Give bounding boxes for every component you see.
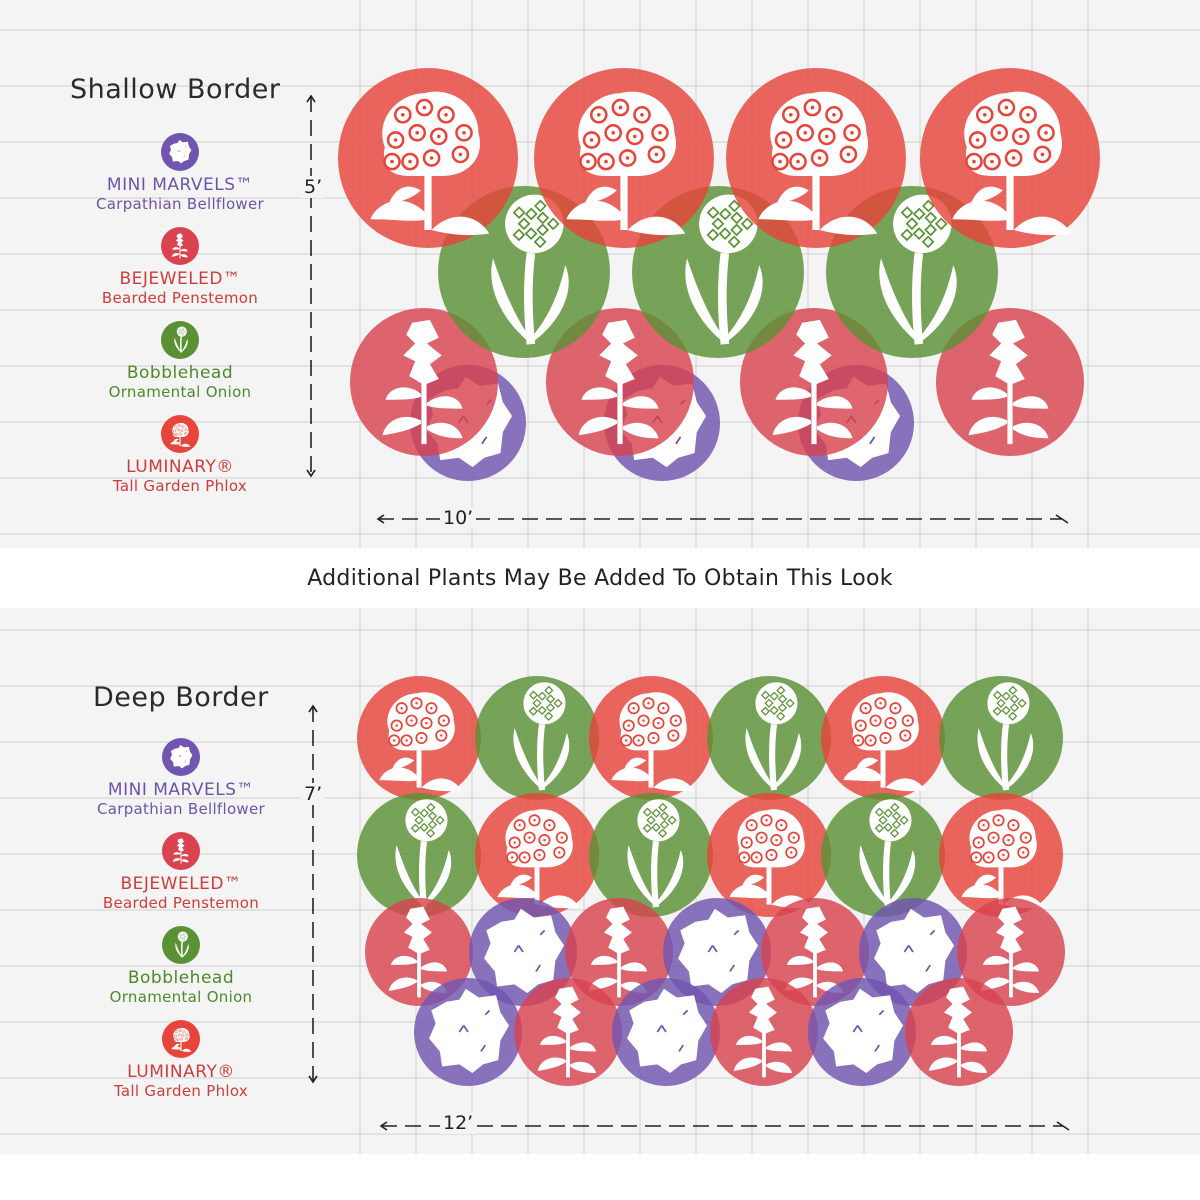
penstemon-plant — [565, 898, 673, 1006]
onion-plant — [475, 676, 599, 800]
penstemon-icon — [161, 227, 199, 265]
penstemon-plant — [365, 898, 473, 1006]
phlox-plant — [338, 68, 518, 248]
deep-border-title: Deep Border — [93, 682, 269, 713]
legend-name: LUMINARY® — [127, 1062, 235, 1082]
onion-plant — [589, 793, 713, 917]
penstemon-plant — [514, 978, 622, 1086]
legend-subtitle: Tall Garden Phlox — [112, 477, 248, 495]
penstemon-icon — [162, 832, 200, 870]
onion-plant — [707, 676, 831, 800]
legend-name: Bobblehead — [127, 968, 235, 988]
penstemon-plant — [905, 978, 1013, 1086]
onion-icon — [161, 321, 199, 359]
penstemon-plant — [761, 898, 869, 1006]
legend-name: Bobblehead — [126, 363, 234, 383]
legend-item-phlox: LUMINARY®Tall Garden Phlox — [85, 415, 275, 509]
penstemon-plant — [350, 308, 498, 456]
legend-subtitle: Carpathian Bellflower — [95, 195, 264, 213]
legend-name: MINI MARVELS™ — [107, 780, 255, 800]
onion-plant — [357, 793, 481, 917]
legend-name: BEJEWELED™ — [120, 874, 242, 894]
phlox-icon — [162, 1020, 200, 1058]
legend-subtitle: Bearded Penstemon — [102, 894, 260, 912]
shallow-planting-plan — [0, 0, 1200, 548]
deep-planting-plan — [0, 608, 1200, 1154]
legend-item-phlox: LUMINARY®Tall Garden Phlox — [86, 1020, 276, 1114]
shallow-width-label: 10’ — [440, 507, 477, 529]
shallow-border-title: Shallow Border — [70, 74, 281, 105]
separator-note: Additional Plants May Be Added To Obtain… — [307, 565, 893, 591]
penstemon-plant — [740, 308, 888, 456]
legend-subtitle: Carpathian Bellflower — [96, 800, 265, 818]
phlox-icon — [161, 415, 199, 453]
deep-height-label: 7’ — [301, 783, 326, 805]
legend-name: MINI MARVELS™ — [106, 175, 254, 195]
phlox-plant — [534, 68, 714, 248]
bellflower-plant — [469, 898, 577, 1006]
phlox-plant — [939, 793, 1063, 917]
phlox-plant — [821, 676, 945, 800]
dimension-arrows — [308, 704, 1070, 1131]
bellflower-plant — [612, 978, 720, 1086]
phlox-plant — [589, 676, 713, 800]
bellflower-plant — [414, 978, 522, 1086]
penstemon-plant — [957, 898, 1065, 1006]
legend-name: LUMINARY® — [126, 457, 234, 477]
bellflower-icon — [162, 738, 200, 776]
legend-subtitle: Ornamental Onion — [108, 383, 252, 401]
onion-plant — [821, 793, 945, 917]
deep-width-label: 12’ — [440, 1112, 477, 1134]
phlox-plant — [920, 68, 1100, 248]
shallow-height-label: 5’ — [301, 176, 326, 198]
legend-subtitle: Tall Garden Phlox — [113, 1082, 249, 1100]
phlox-plant — [726, 68, 906, 248]
dimension-arrows — [306, 94, 1069, 524]
phlox-plant — [475, 793, 599, 917]
bellflower-plant — [859, 898, 967, 1006]
legend-name: BEJEWELED™ — [119, 269, 241, 289]
penstemon-plant — [936, 308, 1084, 456]
penstemon-plant — [710, 978, 818, 1086]
penstemon-plant — [546, 308, 694, 456]
legend-subtitle: Bearded Penstemon — [101, 289, 259, 307]
bellflower-plant — [663, 898, 771, 1006]
bellflower-icon — [161, 133, 199, 171]
bellflower-plant — [808, 978, 916, 1086]
legend-subtitle: Ornamental Onion — [109, 988, 253, 1006]
onion-icon — [162, 926, 200, 964]
phlox-plant — [357, 676, 481, 800]
onion-plant — [939, 676, 1063, 800]
